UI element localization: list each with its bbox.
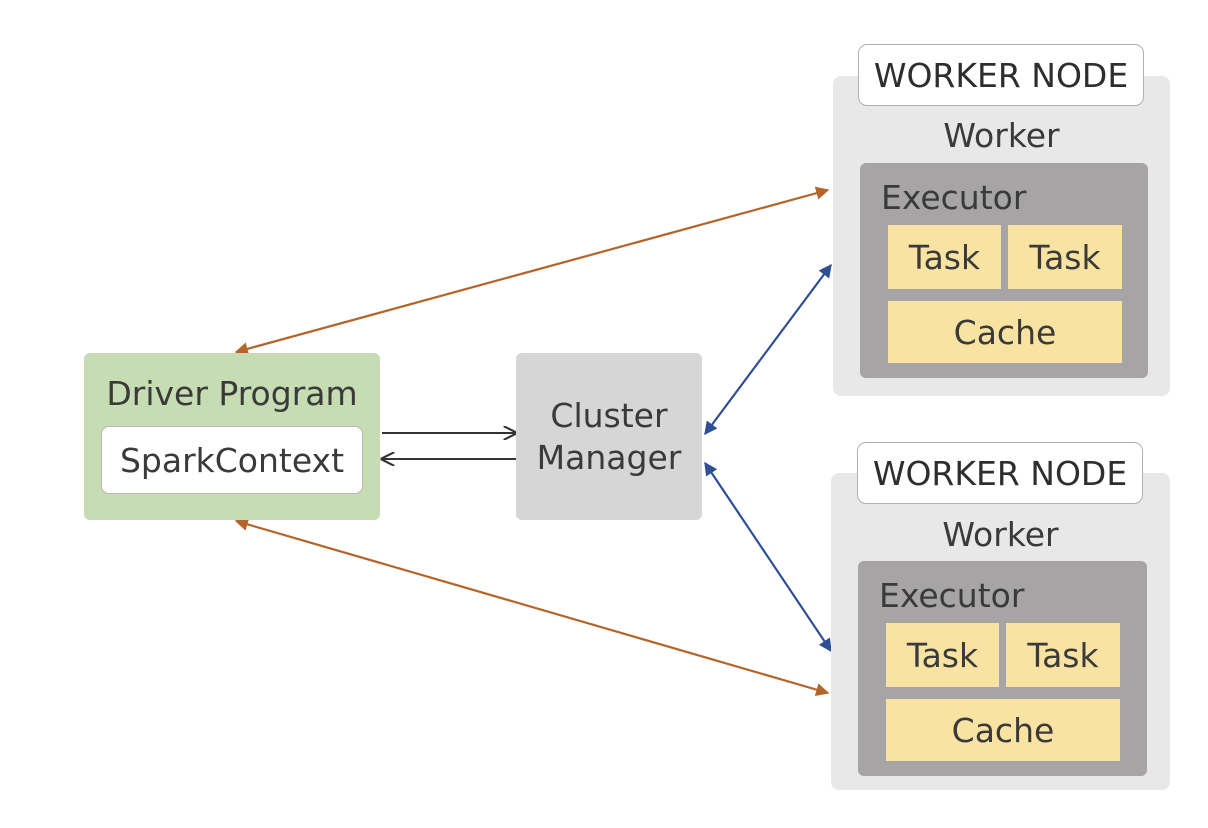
driver-to-worker2-arrow — [234, 517, 830, 697]
cluster-to-worker1-arrow — [704, 263, 832, 436]
worker-2-task-2: Task — [1006, 623, 1120, 687]
driver-program-title: Driver Program — [106, 374, 358, 413]
worker-1-label: Worker — [943, 116, 1060, 155]
worker-1-cache: Cache — [888, 301, 1122, 363]
spark-context-box: SparkContext — [101, 426, 363, 494]
driver-to-worker1-arrow — [234, 186, 830, 356]
cluster-manager-line1: Cluster — [550, 396, 668, 436]
cluster-manager-box: Cluster Manager — [516, 353, 702, 520]
worker-2-label: Worker — [942, 515, 1059, 554]
worker-node-2-label: WORKER NODE — [857, 442, 1143, 504]
worker-2-task-1: Task — [886, 623, 999, 687]
cluster-to-worker2-arrow — [704, 461, 832, 653]
worker-1-task-1: Task — [888, 225, 1001, 289]
worker-1-task-2: Task — [1008, 225, 1122, 289]
worker-2-cache: Cache — [886, 699, 1120, 761]
cluster-manager-line2: Manager — [536, 437, 682, 477]
executor-2-label: Executor — [879, 576, 1025, 615]
worker-node-1-label: WORKER NODE — [858, 44, 1144, 106]
executor-1-label: Executor — [881, 178, 1027, 217]
